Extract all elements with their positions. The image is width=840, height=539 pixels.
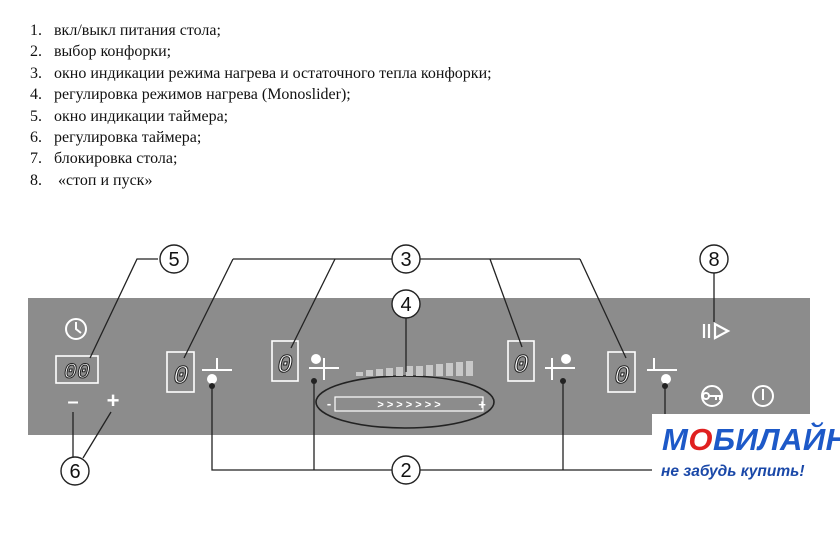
callout-5: 5 bbox=[159, 244, 189, 274]
svg-text:2: 2 bbox=[400, 460, 411, 482]
brand-name: МОБИЛАЙН bbox=[662, 422, 840, 457]
legend-item: 3.окно индикации режима нагрева и остато… bbox=[30, 64, 492, 82]
svg-text:0: 0 bbox=[173, 361, 189, 391]
timer-minus-button[interactable]: – bbox=[67, 391, 78, 413]
monoslider[interactable]: - > > > > > > > + bbox=[315, 361, 495, 429]
mobilain-watermark-logo: МОБИЛАЙН не забудь купить! bbox=[652, 414, 840, 490]
zone-3-display: 0 bbox=[507, 340, 535, 382]
svg-text:0: 0 bbox=[614, 361, 630, 391]
callout-3: 3 bbox=[391, 244, 421, 274]
zone-4-display: 0 bbox=[607, 351, 636, 393]
slider-track[interactable] bbox=[334, 396, 484, 412]
callout-8: 8 bbox=[699, 244, 729, 274]
legend-item: 2.выбор конфорки; bbox=[30, 43, 172, 61]
legend-item: 7.блокировка стола; bbox=[30, 150, 178, 168]
leader-endpoints bbox=[209, 378, 668, 389]
lock-key-icon[interactable] bbox=[701, 385, 723, 407]
zone-1-select-icon[interactable] bbox=[202, 358, 232, 384]
legend-list: 1.вкл/выкл питания стола; 2.выбор конфор… bbox=[20, 20, 492, 191]
legend-item: 5.окно индикации таймера; bbox=[30, 107, 229, 125]
callout-2: 2 bbox=[391, 455, 421, 485]
zone-2-display: 0 bbox=[271, 340, 299, 382]
legend-item: 4.регулировка режимов нагрева (Monoslide… bbox=[30, 86, 351, 104]
callout-6: 6 bbox=[60, 456, 90, 486]
svg-text:0: 0 bbox=[513, 350, 529, 380]
clock-icon[interactable] bbox=[65, 318, 87, 340]
zone-2-select-icon[interactable] bbox=[309, 354, 339, 380]
legend-item: 6.регулировка таймера; bbox=[30, 129, 202, 147]
svg-text:0: 0 bbox=[277, 350, 293, 380]
zone-4-select-icon[interactable] bbox=[647, 358, 677, 384]
svg-text:4: 4 bbox=[400, 294, 411, 316]
power-icon[interactable] bbox=[752, 385, 774, 407]
timer-display-value: 00 bbox=[64, 360, 90, 385]
slider-plus: + bbox=[478, 397, 486, 412]
svg-text:6: 6 bbox=[69, 461, 80, 483]
svg-text:5: 5 bbox=[168, 249, 179, 271]
timer-display: 00 bbox=[55, 355, 99, 386]
callout-4: 4 bbox=[391, 289, 421, 319]
zone-3-select-icon[interactable] bbox=[545, 354, 575, 380]
slider-minus: - bbox=[327, 396, 331, 411]
legend-item: 1.вкл/выкл питания стола; bbox=[30, 22, 221, 39]
power-level-bars bbox=[356, 361, 473, 376]
timer-plus-button[interactable]: + bbox=[107, 388, 120, 413]
svg-text:8: 8 bbox=[708, 249, 719, 271]
slider-arrows: > > > > > > > bbox=[377, 399, 440, 411]
brand-tagline: не забудь купить! bbox=[661, 463, 805, 480]
leader-lines bbox=[72, 258, 715, 471]
svg-text:3: 3 bbox=[400, 249, 411, 271]
legend-item: 8. «стоп и пуск» bbox=[30, 171, 153, 189]
zone-1-display: 0 bbox=[166, 351, 195, 393]
stop-go-icon[interactable] bbox=[702, 322, 731, 340]
